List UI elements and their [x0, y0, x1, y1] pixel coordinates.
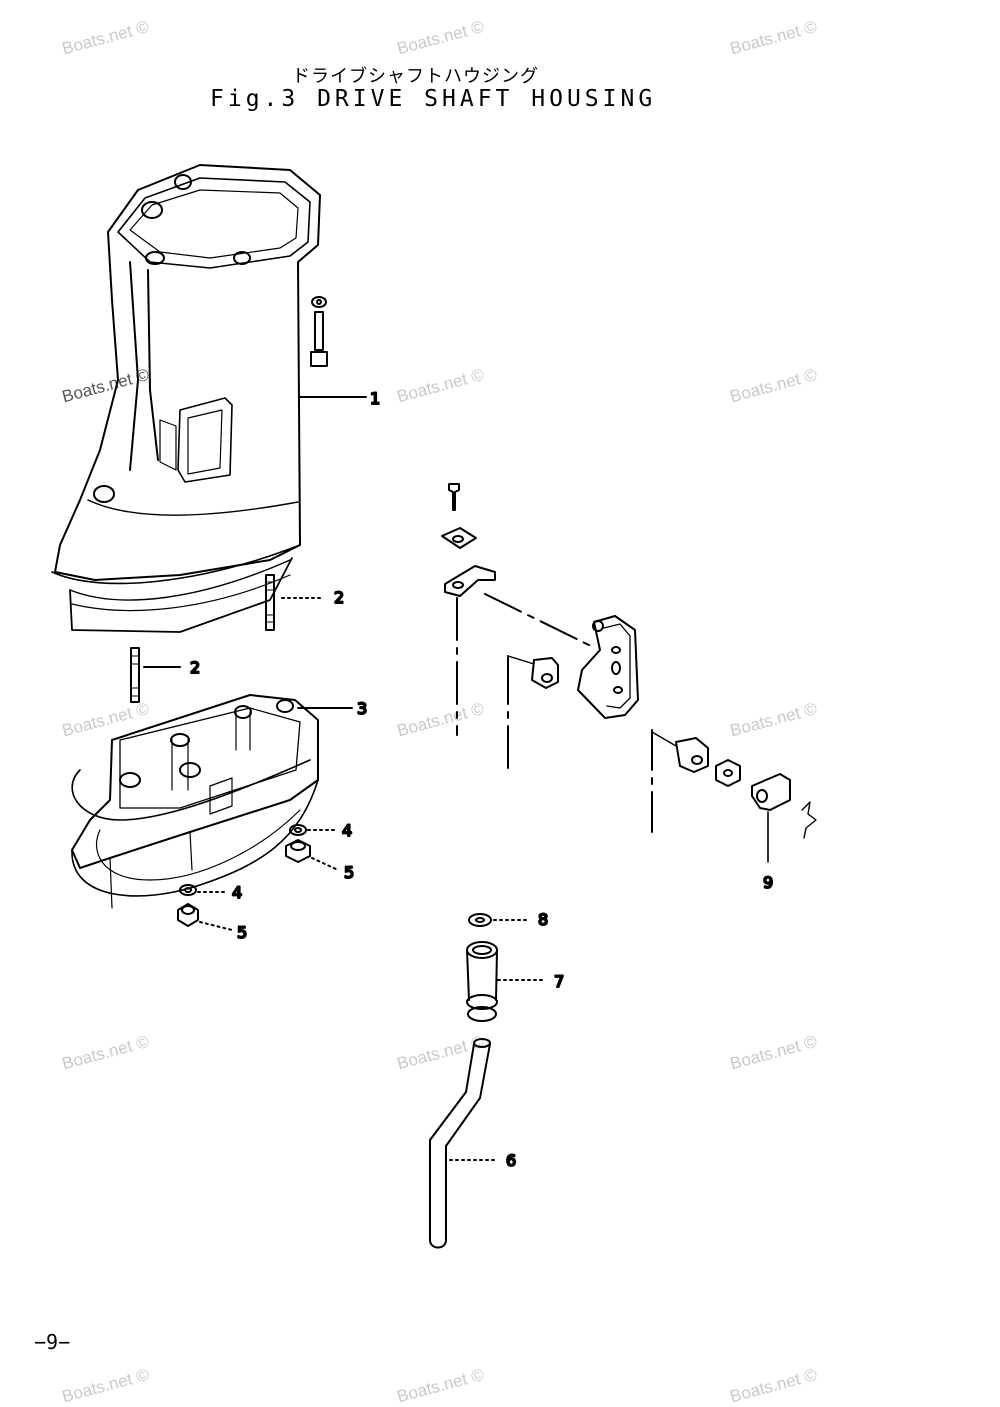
page-number: −9−: [34, 1330, 71, 1354]
nut: [285, 839, 311, 863]
water-pipe: [429, 1038, 491, 1249]
pipe-grommet: [466, 941, 498, 1022]
callout-4: 4: [342, 821, 352, 840]
callout-2: 2: [190, 658, 200, 677]
drive-shaft-housing: [51, 164, 321, 633]
washer: [289, 824, 307, 836]
callout-5: 5: [344, 863, 354, 882]
housing-lower-plate: [71, 694, 319, 909]
callout-6: 6: [506, 1151, 516, 1170]
stud-lower: [130, 647, 140, 703]
callout-9: 9: [763, 873, 773, 892]
callout-7: 7: [554, 972, 564, 991]
washer: [179, 884, 197, 896]
callout-5: 5: [237, 923, 247, 942]
callout-3: 3: [357, 699, 367, 718]
title-japanese: ドライブシャフトハウジング: [292, 66, 539, 87]
nut: [177, 903, 199, 927]
figure-title: Fig.3 DRIVE SHAFT HOUSING: [210, 86, 657, 112]
seal-ring: [468, 913, 492, 927]
housing-bolt: [310, 296, 328, 367]
callout-8: 8: [538, 910, 548, 929]
callout-1: 1: [370, 389, 380, 408]
leader-line: [311, 857, 339, 871]
leader-line: [199, 921, 233, 931]
callout-4: 4: [232, 883, 242, 902]
stud-upper: [265, 574, 275, 631]
callout-2: 2: [334, 588, 344, 607]
shift-linkage-group: [441, 483, 817, 863]
